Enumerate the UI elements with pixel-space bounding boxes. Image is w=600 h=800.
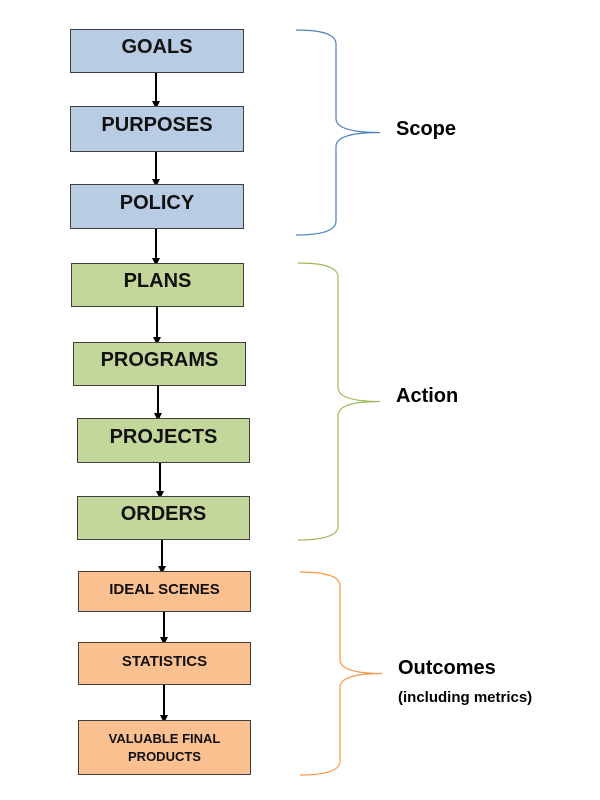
step-orders: ORDERS (77, 496, 250, 540)
step-statistics: STATISTICS (78, 642, 251, 685)
group-label-action: Action (396, 385, 459, 407)
group-label-outcomes: Outcomes (398, 657, 496, 679)
step-policy: POLICY (70, 184, 244, 229)
outcomes-brace (299, 571, 383, 776)
step-goals: GOALS (70, 29, 244, 73)
group-label-scope: Scope (396, 118, 457, 140)
step-ideal-scenes: IDEAL SCENES (78, 571, 251, 612)
step-purposes: PURPOSES (70, 106, 244, 152)
action-brace (297, 262, 381, 541)
step-programs: PROGRAMS (73, 342, 246, 386)
step-projects: PROJECTS (77, 418, 250, 463)
step-valuable-final-products: VALUABLE FINAL PRODUCTS (78, 720, 251, 775)
scope-brace (295, 29, 381, 236)
group-sublabel-outcomes: (including metrics) (398, 689, 533, 706)
step-plans: PLANS (71, 263, 244, 307)
